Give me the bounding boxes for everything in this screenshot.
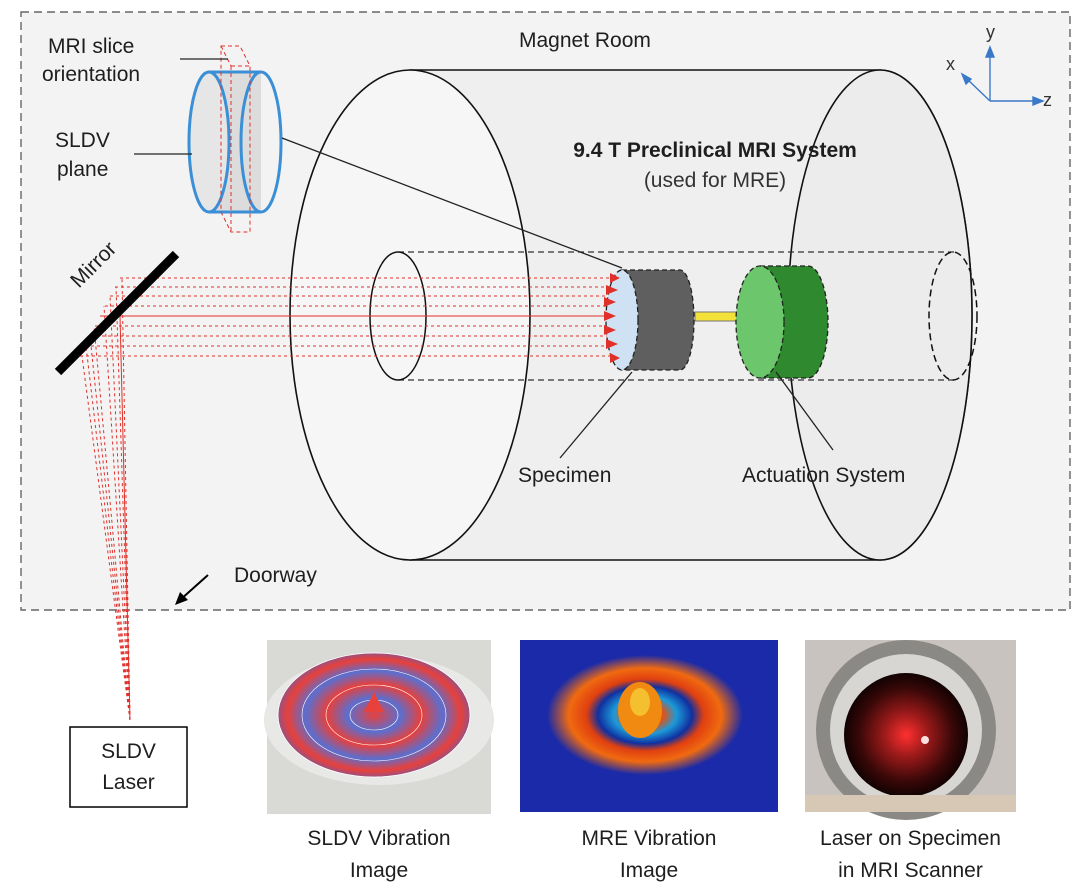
- mri-slice-label-line1: MRI slice: [48, 35, 135, 58]
- axis-z-label: z: [1043, 90, 1052, 110]
- mri-bore: [369, 251, 978, 381]
- specimen: [604, 269, 695, 371]
- mri-slice-label-line2: orientation: [42, 63, 141, 86]
- laser-in-scanner-photo: [805, 640, 1016, 820]
- axis-y-label: y: [986, 22, 995, 42]
- mirror: [54, 250, 180, 376]
- mre-vibration-image: [520, 640, 778, 812]
- caption-sldv-line1: SLDV Vibration: [307, 827, 451, 850]
- magnet-room-label: Magnet Room: [519, 29, 651, 52]
- actuator-rod: [694, 311, 738, 322]
- laser-box-label-line2: Laser: [102, 771, 155, 794]
- doorway-arrow: [175, 574, 209, 605]
- caption-mre-line1: MRE Vibration: [581, 827, 717, 850]
- caption-sldv-line2: Image: [349, 859, 409, 882]
- sldv-laser-box: [69, 726, 188, 808]
- sldv-plane-label-line2: plane: [57, 158, 109, 181]
- actuation-system: [735, 265, 829, 379]
- leader-lines: [134, 58, 834, 459]
- laser-arrowheads: [604, 273, 620, 363]
- mri-slice-plane: [220, 45, 251, 233]
- axis-x-label: x: [946, 54, 955, 74]
- laser-box-label-line1: SLDV: [101, 740, 156, 763]
- actuation-system-label: Actuation System: [742, 464, 906, 487]
- caption-laser-line1: Laser on Specimen: [820, 827, 1001, 850]
- sldv-plane-disk: [187, 70, 283, 214]
- laser-beams-horizontal: [80, 277, 612, 357]
- mri-system-subtitle: (used for MRE): [643, 169, 787, 192]
- sldv-plane-label-line1: SLDV: [55, 129, 110, 152]
- coordinate-axes: [960, 45, 1045, 107]
- caption-laser-line2: in MRI Scanner: [838, 859, 983, 882]
- specimen-label: Specimen: [518, 464, 612, 487]
- doorway-label: Doorway: [234, 564, 317, 587]
- laser-beams-vertical: [81, 277, 131, 721]
- mri-system-title: 9.4 T Preclinical MRI System: [573, 139, 857, 162]
- sldv-vibration-image: [264, 640, 494, 814]
- caption-mre-line2: Image: [619, 859, 679, 882]
